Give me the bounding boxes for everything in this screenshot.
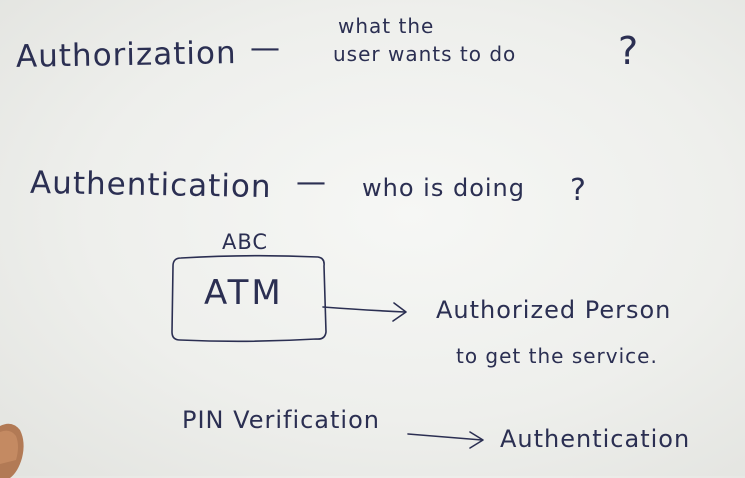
atm-to-person-arrow-head [392,302,407,322]
pin-to-authentication-arrow-head [469,431,484,449]
authorization-dash: — [250,31,281,66]
authentication-dash: — [296,165,327,200]
to-get-service-text: to get the service. [456,344,658,368]
pin-authentication-result-text: Authentication [500,425,691,453]
authorization-question-mark: ? [618,29,640,73]
pin-to-authentication-arrow-line [407,433,483,441]
authentication-definition: who is doing [362,174,525,202]
presenter-hand-image [0,423,24,478]
authorized-person-text: Authorized Person [436,296,672,324]
authorization-definition-line1: what the [338,14,435,38]
atm-to-person-arrow-line [322,306,406,313]
atm-box-outline [171,254,327,343]
authentication-question-mark: ? [570,173,587,208]
authorization-definition-line2: user wants to do [333,42,517,66]
atm-label: ATM [204,273,284,313]
bank-label: ABC [222,230,269,254]
pin-verification-text: PIN Verification [182,406,380,434]
